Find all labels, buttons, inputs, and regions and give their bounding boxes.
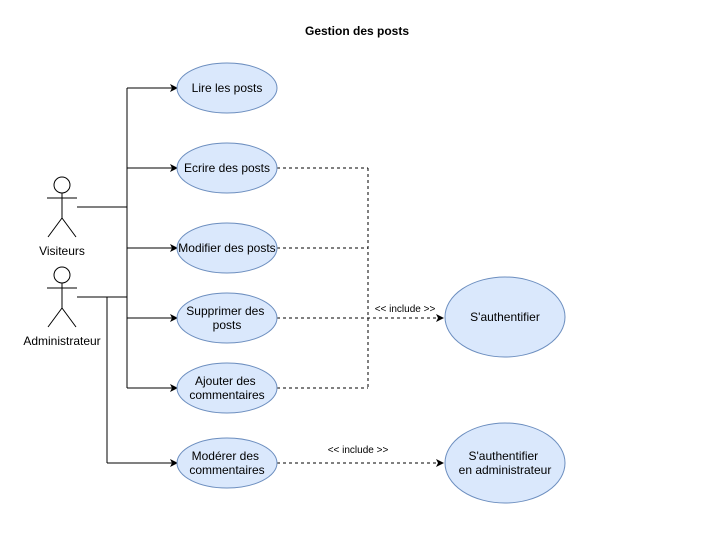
usecase-ecrire-label: Ecrire des posts <box>184 161 270 175</box>
usecase-moderer: Modérer des commentaires <box>176 437 278 489</box>
usecase-ajouter-label: Ajouter des commentaires <box>189 374 264 402</box>
diagram-title: Gestion des posts <box>305 24 409 38</box>
usecase-lire-shape <box>176 62 278 114</box>
usecase-authentifier-admin-label: S'authentifier en administrateur <box>459 449 552 477</box>
actor-visiteurs-head <box>53 176 71 194</box>
usecase-modifier: Modifier des posts <box>176 222 278 274</box>
usecase-modifier-shape <box>176 222 278 274</box>
administrateur-associations <box>77 88 178 467</box>
usecase-ecrire-shape <box>176 142 278 194</box>
usecase-authentifier-shape <box>444 276 566 358</box>
actor-visiteurs: Visiteurs <box>39 176 85 258</box>
usecase-supprimer-line-2: posts <box>213 318 242 332</box>
actor-administrateur: Administrateur <box>23 266 101 348</box>
usecase-modifier-label: Modifier des posts <box>178 241 275 255</box>
usecase-lire-label: Lire les posts <box>192 81 263 95</box>
usecase-supprimer-shape <box>176 292 278 344</box>
include-relations: << include >> << include >> <box>277 167 444 467</box>
usecase-supprimer-label: Supprimer des posts <box>186 304 267 332</box>
usecase-moderer-line-2: commentaires <box>189 463 264 477</box>
actor-administrateur-head <box>53 266 71 284</box>
usecase-authentifier-admin-line-2: en administrateur <box>459 463 552 477</box>
include-label-auth-admin: << include >> <box>328 445 389 456</box>
usecase-ecrire: Ecrire des posts <box>176 142 278 194</box>
usecase-ajouter-line-2: commentaires <box>189 388 264 402</box>
usecase-authentifier-admin-shape <box>444 422 566 504</box>
usecase-lire: Lire les posts <box>176 62 278 114</box>
usecase-moderer-line-1: Modérer des <box>192 449 259 463</box>
actor-visiteurs-label: Visiteurs <box>39 244 85 258</box>
usecase-moderer-label: Modérer des commentaires <box>189 449 264 477</box>
usecase-authentifier-admin-line-1: S'authentifier <box>468 449 538 463</box>
usecase-ajouter: Ajouter des commentaires <box>176 362 278 414</box>
actor-administrateur-left-leg <box>47 307 63 328</box>
include-label-auth: << include >> <box>375 304 436 315</box>
usecase-ajouter-shape <box>176 362 278 414</box>
actor-visiteurs-left-leg <box>47 217 63 238</box>
actor-administrateur-right-leg <box>61 307 77 328</box>
usecase-authentifier: S'authentifier <box>444 276 566 358</box>
actor-administrateur-label: Administrateur <box>23 334 100 348</box>
usecase-moderer-shape <box>176 437 278 489</box>
usecase-authentifier-label: S'authentifier <box>470 310 540 324</box>
usecase-supprimer-line-1: Supprimer des <box>186 304 264 318</box>
usecase-authentifier-admin: S'authentifier en administrateur <box>444 422 566 504</box>
usecase-supprimer: Supprimer des posts <box>176 292 278 344</box>
usecase-ajouter-line-1: Ajouter des <box>195 374 256 388</box>
actor-visiteurs-right-leg <box>61 217 77 238</box>
